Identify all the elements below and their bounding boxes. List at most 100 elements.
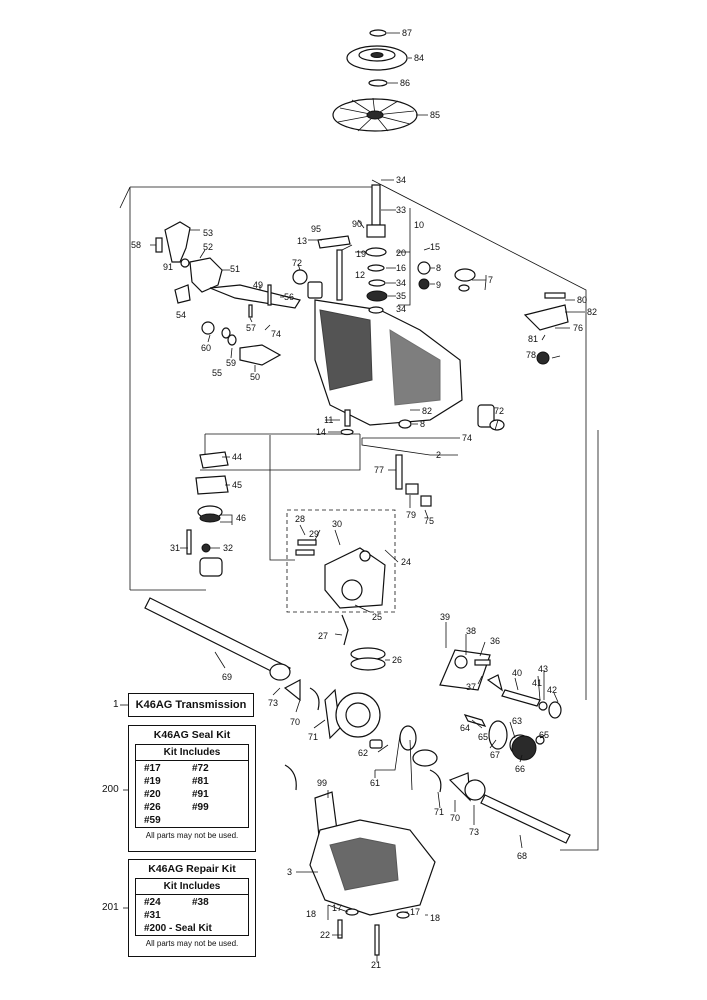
callout: 70: [450, 813, 460, 823]
callout: 49: [253, 280, 263, 290]
callout: 45: [232, 480, 242, 490]
repair-kit-number: 201: [102, 902, 119, 913]
kit-item: #81: [192, 776, 209, 787]
callout: 31: [170, 543, 180, 553]
callout: 81: [528, 334, 538, 344]
callout: 29: [309, 529, 319, 539]
callout: 87: [402, 28, 412, 38]
callout: 21: [371, 960, 381, 970]
callout: 27: [318, 631, 328, 641]
transmission-label: K46AG Transmission: [135, 699, 247, 711]
kit-item: #31: [144, 910, 161, 921]
callout: 61: [370, 778, 380, 788]
callout: 71: [308, 732, 318, 742]
callout: 25: [372, 612, 382, 622]
repair-kit-note: All parts may not be used.: [145, 939, 239, 948]
callout: 14: [316, 427, 326, 437]
callout: 10: [414, 220, 424, 230]
callout: 82: [587, 307, 597, 317]
repair-kit-includes-heading: Kit Includes: [136, 879, 248, 895]
callout: 28: [295, 514, 305, 524]
fan-pulley-group: [332, 29, 418, 132]
kit-item: [192, 910, 240, 921]
repair-kit-box: K46AG Repair Kit Kit Includes #24 #38 #3…: [128, 859, 256, 957]
callout: 30: [332, 519, 342, 529]
kit-item: #20: [144, 789, 161, 800]
seal-kit-includes-heading: Kit Includes: [136, 745, 248, 761]
callout: 95: [311, 224, 321, 234]
repair-kit-title: K46AG Repair Kit: [148, 863, 236, 875]
callout: 91: [163, 262, 173, 272]
kit-item: #26: [144, 802, 161, 813]
kit-item: #38: [192, 897, 209, 908]
repair-kit-items: #24 #38 #31 #200 - Seal Kit: [136, 895, 248, 935]
callout: 34: [396, 278, 406, 288]
kit-item: #72: [192, 763, 209, 774]
repair-kit-includes-panel: Kit Includes #24 #38 #31 #200 - Seal Kit: [135, 878, 249, 936]
callout: 76: [573, 323, 583, 333]
callout: 67: [490, 750, 500, 760]
callout: 72: [292, 258, 302, 268]
callout: 15: [430, 242, 440, 252]
callout: 72: [494, 406, 504, 416]
item-1-number: 1: [113, 699, 119, 710]
callout: 51: [230, 264, 240, 274]
callout: 35: [396, 291, 406, 301]
kit-item: #17: [144, 763, 161, 774]
callout: 33: [396, 205, 406, 215]
callout: 59: [226, 358, 236, 368]
callout: 11: [324, 415, 333, 425]
seal-kit-items: #17 #72 #19 #81 #20 #91 #26 #99 #59: [136, 761, 248, 827]
callout: 20: [396, 248, 406, 258]
callout: 32: [223, 543, 233, 553]
callout: 55: [212, 368, 222, 378]
callout: 40: [512, 668, 522, 678]
callout: 42: [547, 685, 557, 695]
callout: 99: [317, 778, 327, 788]
callout: 56: [284, 292, 294, 302]
kit-item: #99: [192, 802, 209, 813]
transmission-label-box: K46AG Transmission: [128, 693, 254, 717]
callout: 53: [203, 228, 213, 238]
callout: 64: [460, 723, 470, 733]
seal-kit-number: 200: [102, 784, 119, 795]
callout: 44: [232, 452, 242, 462]
seal-kit-box: K46AG Seal Kit Kit Includes #17 #72 #19 …: [128, 725, 256, 852]
callout: 66: [515, 764, 525, 774]
seal-kit-includes-panel: Kit Includes #17 #72 #19 #81 #20 #91 #26…: [135, 744, 249, 828]
kit-item: #200 - Seal Kit: [144, 923, 212, 934]
callout: 57: [246, 323, 256, 333]
callout: 78: [526, 350, 536, 360]
callout: 39: [440, 612, 450, 622]
kit-item: [192, 815, 240, 826]
callout: 77: [374, 465, 384, 475]
kit-item: #24: [144, 897, 161, 908]
kit-item: #59: [144, 815, 161, 826]
callout: 16: [396, 263, 406, 273]
callout: 18: [306, 909, 316, 919]
callout: 38: [466, 626, 476, 636]
box-leaders: [120, 704, 128, 909]
callout: 26: [392, 655, 402, 665]
control-lever-group: [155, 221, 323, 366]
callout: 82: [422, 406, 432, 416]
callout: 3: [287, 867, 292, 877]
callout: 74: [271, 329, 281, 339]
callout: 75: [424, 516, 434, 526]
callout: 52: [203, 242, 213, 252]
callout: 8: [420, 419, 425, 429]
callout: 79: [406, 510, 416, 520]
callout: 17: [410, 907, 420, 917]
callout: 65: [539, 730, 549, 740]
callout: 85: [430, 110, 440, 120]
callout: 43: [538, 664, 548, 674]
callout: 34: [396, 175, 406, 185]
callout: 68: [517, 851, 527, 861]
callout: 71: [434, 807, 444, 817]
callout: 7: [488, 275, 493, 285]
callout: 86: [400, 78, 410, 88]
assembly-outline: [119, 179, 599, 851]
axle-gear-group: [144, 597, 571, 844]
callout: 2: [436, 450, 441, 460]
